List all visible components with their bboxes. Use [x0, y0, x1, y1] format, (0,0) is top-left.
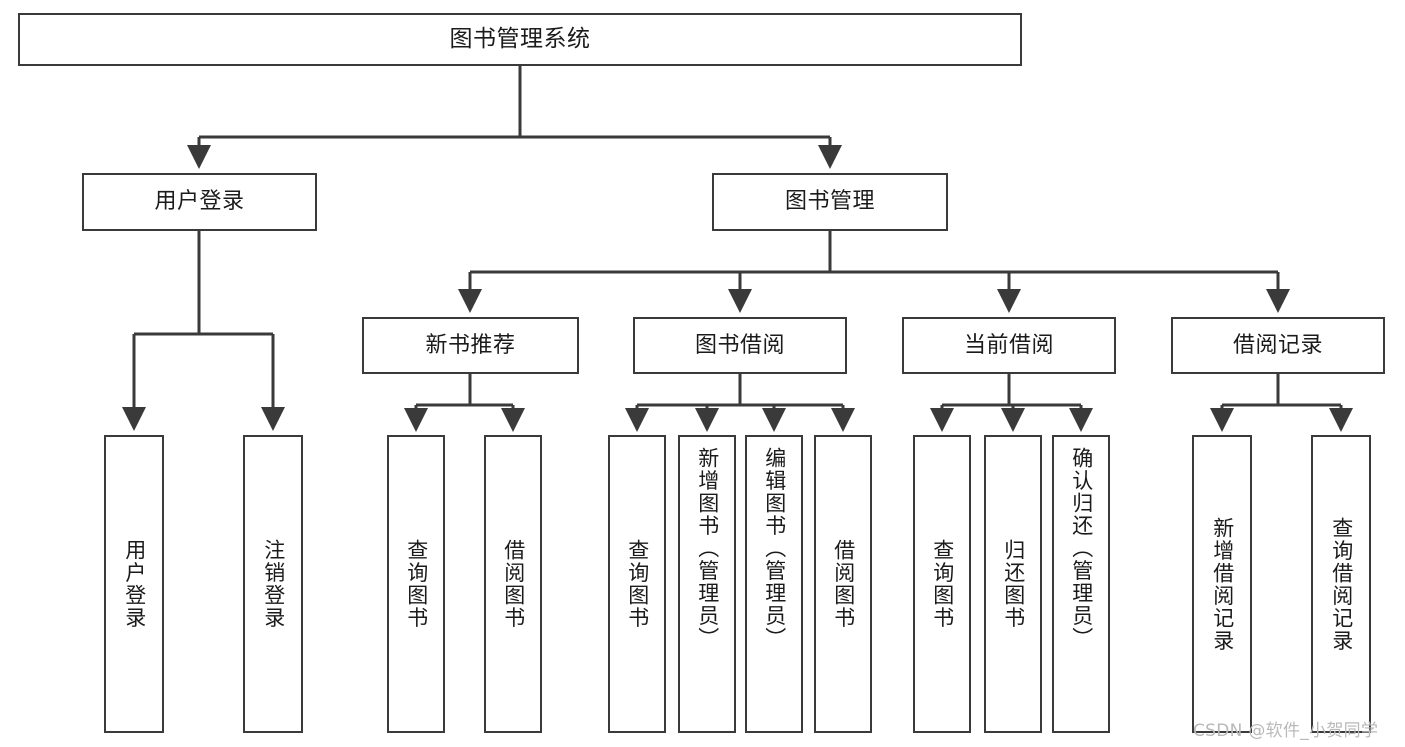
node-root[interactable]: 图书管理系统: [18, 13, 1022, 66]
leaf-return-book[interactable]: 归还图书: [984, 435, 1042, 733]
leaf-query-borrow-record-label: 查询借阅记录: [1329, 516, 1354, 652]
leaf-add-borrow-record[interactable]: 新增借阅记录: [1192, 435, 1252, 733]
node-root-label: 图书管理系统: [449, 25, 591, 52]
leaf-query-book-recommend-label: 查询图书: [404, 539, 429, 629]
leaf-query-borrow-record[interactable]: 查询借阅记录: [1311, 435, 1371, 733]
node-new-book-recommend[interactable]: 新书推荐: [362, 317, 579, 374]
leaf-borrow-book-label: 借阅图书: [831, 539, 856, 629]
leaf-user-login[interactable]: 用户登录: [104, 435, 164, 733]
node-user-login-label: 用户登录: [154, 189, 245, 215]
leaf-add-book-admin[interactable]: 新增图书（管理员）: [678, 435, 736, 733]
node-borrow-record[interactable]: 借阅记录: [1171, 317, 1385, 374]
node-book-borrow-label: 图书借阅: [694, 332, 785, 358]
leaf-query-book-current-label: 查询图书: [930, 539, 955, 629]
watermark-text: CSDN @软件_小贺同学: [1193, 721, 1379, 741]
leaf-logout[interactable]: 注销登录: [243, 435, 303, 733]
node-book-management[interactable]: 图书管理: [712, 173, 948, 231]
leaf-user-login-label: 用户登录: [122, 539, 147, 629]
leaf-edit-book-admin-label: 编辑图书（管理员）: [762, 447, 787, 650]
node-current-borrow[interactable]: 当前借阅: [902, 317, 1116, 374]
node-book-management-label: 图书管理: [784, 189, 875, 215]
leaf-logout-label: 注销登录: [261, 539, 286, 629]
leaf-edit-book-admin[interactable]: 编辑图书（管理员）: [745, 435, 803, 733]
leaf-borrow-book[interactable]: 借阅图书: [814, 435, 872, 733]
leaf-query-book-recommend[interactable]: 查询图书: [387, 435, 445, 733]
node-borrow-record-label: 借阅记录: [1232, 332, 1323, 358]
node-new-book-recommend-label: 新书推荐: [425, 332, 516, 358]
leaf-query-book-borrow-label: 查询图书: [625, 539, 650, 629]
leaf-query-book-borrow[interactable]: 查询图书: [608, 435, 666, 733]
leaf-query-book-current[interactable]: 查询图书: [913, 435, 971, 733]
leaf-confirm-return-admin-label: 确认归还（管理员）: [1069, 447, 1094, 650]
node-current-borrow-label: 当前借阅: [963, 332, 1054, 358]
leaf-add-borrow-record-label: 新增借阅记录: [1210, 516, 1235, 652]
leaf-confirm-return-admin[interactable]: 确认归还（管理员）: [1052, 435, 1110, 733]
leaf-return-book-label: 归还图书: [1001, 539, 1026, 629]
leaf-add-book-admin-label: 新增图书（管理员）: [695, 447, 720, 650]
node-user-login[interactable]: 用户登录: [82, 173, 317, 231]
leaf-borrow-book-recommend-label: 借阅图书: [501, 539, 526, 629]
leaf-borrow-book-recommend[interactable]: 借阅图书: [484, 435, 542, 733]
node-book-borrow[interactable]: 图书借阅: [633, 317, 847, 374]
